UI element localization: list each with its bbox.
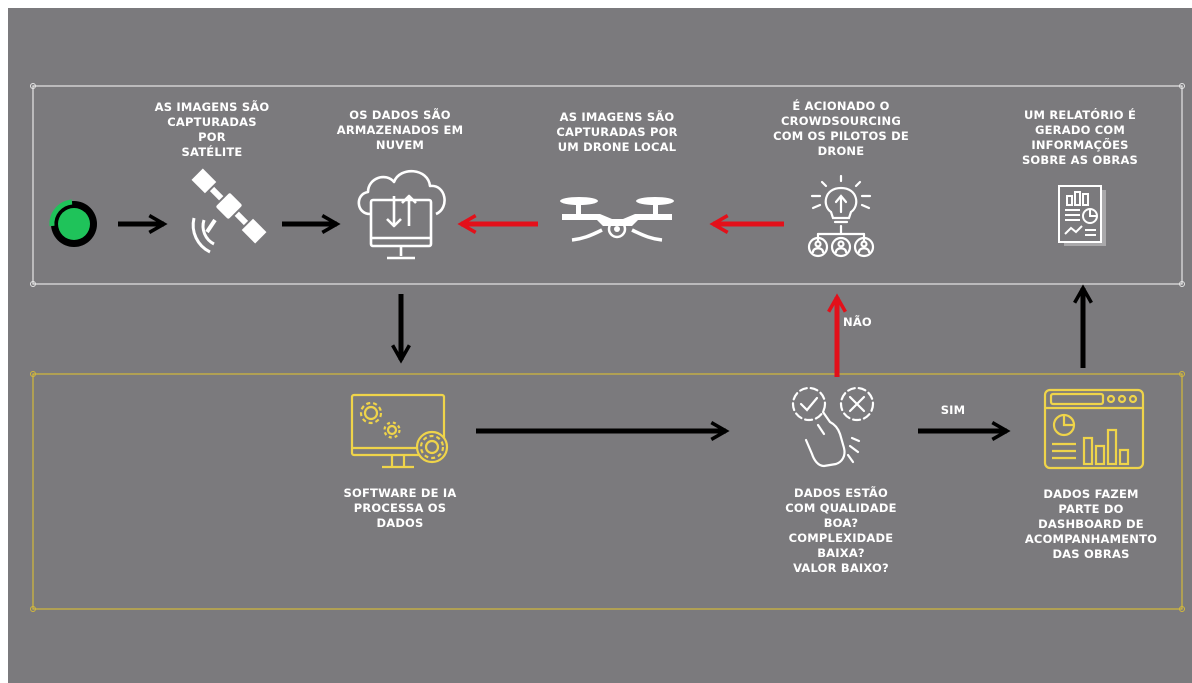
no-edge-label: NÃO <box>843 315 872 329</box>
dashboard-icon <box>1043 388 1145 470</box>
cloud-step-label: OS DADOS SÃO ARMAZENADOS EM NUVEM <box>336 108 464 152</box>
start-node <box>49 199 97 247</box>
bottom-process-frame <box>32 373 1183 610</box>
bottom-frame-corners <box>30 371 1185 612</box>
top-frame-corners <box>30 83 1185 287</box>
satellite-icon <box>191 168 267 254</box>
yes-edge-label: SIM <box>940 403 966 417</box>
dashboard-step-label: DADOS FAZEM PARTE DO DASHBOARD DE ACOMPA… <box>1024 487 1158 561</box>
cloud-computer-icon <box>357 169 446 260</box>
drone-step-label: AS IMAGENS SÃO CAPTURADAS POR UM DRONE L… <box>556 110 678 154</box>
crowdsourcing-step-label: É ACIONADO O CROWDSOURCING COM OS PILOTO… <box>773 99 909 158</box>
drone-icon <box>560 197 674 242</box>
idea-people-icon <box>807 174 875 258</box>
diagram-canvas <box>8 8 1192 683</box>
decision-step-label: DADOS ESTÃO COM QUALIDADE BOA? COMPLEXID… <box>785 486 897 575</box>
check-decision-icon <box>791 386 875 468</box>
report-step-label: UM RELATÓRIO É GERADO COM INFORMAÇÕES SO… <box>1021 108 1139 167</box>
software-step-label: SOFTWARE DE IA PROCESSA OS DADOS <box>343 486 457 530</box>
satellite-step-label: AS IMAGENS SÃO CAPTURADAS POR SATÉLITE <box>154 100 270 159</box>
report-icon <box>1058 185 1106 246</box>
top-process-frame <box>32 85 1183 285</box>
ai-software-icon <box>350 393 449 469</box>
